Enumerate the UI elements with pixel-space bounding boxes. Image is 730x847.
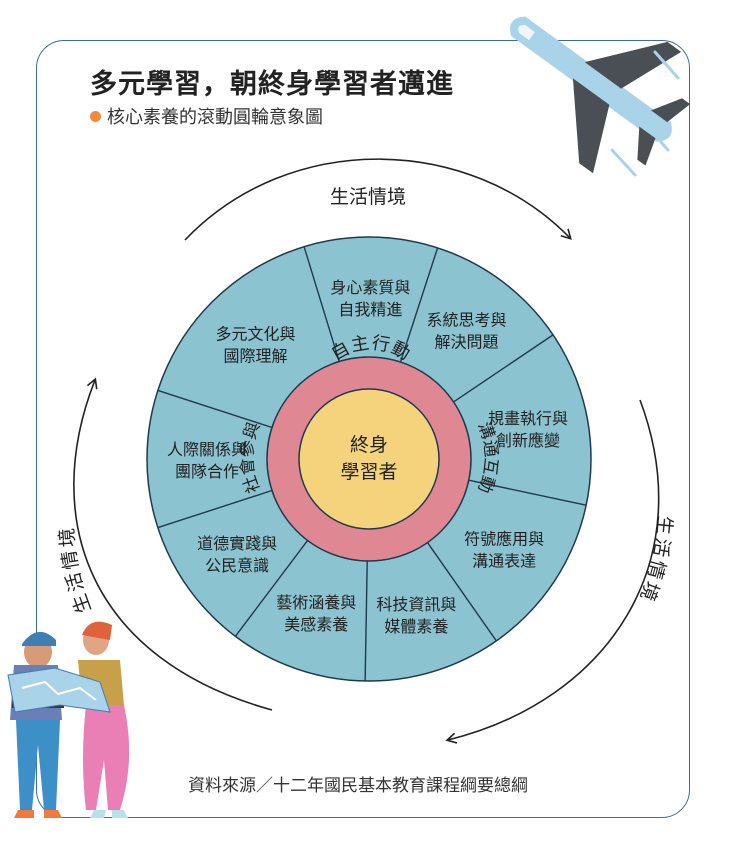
context-arrow-right <box>445 399 660 744</box>
segment-label-c3: 多元文化與國際理解 <box>215 324 295 365</box>
segment-label-b3: 藝術涵養與美感素養 <box>276 593 356 634</box>
context-label-left: 生活情境 <box>56 524 96 616</box>
page-title: 多元學習，朝終身學習者邁進 <box>90 69 454 100</box>
segment-label-c2: 人際關係與團隊合作 <box>167 440 247 481</box>
airplane-icon <box>510 16 691 177</box>
segment-label-b2: 科技資訊與媒體素養 <box>376 595 456 636</box>
subtitle-text: 核心素養的滾動圓輪意象圖 <box>107 107 323 128</box>
source-caption: 資料來源／十二年國民基本教育課程綱要總綱 <box>188 776 528 796</box>
diagram-card <box>36 40 690 818</box>
segment-label-c1: 道德實踐與公民意識 <box>197 534 277 575</box>
center-label-line2: 學習者 <box>340 461 397 483</box>
context-arrow-top <box>184 158 572 241</box>
wheel-spoke <box>303 246 340 362</box>
context-arrow-left <box>73 377 273 711</box>
segment-label-a1: 身心素質與自我精進 <box>330 278 410 319</box>
wheel-spoke <box>453 334 554 403</box>
context-label-right: 生活情境 <box>635 515 676 607</box>
wheel-spoke <box>234 540 309 637</box>
bullet-dot <box>90 111 101 122</box>
segment-labels: 身心素質與自我精進系統思考與解決問題規畫執行與創新應變符號應用與溝通表達科技資訊… <box>167 278 568 636</box>
segment-label-b1: 符號應用與溝通表達 <box>464 529 544 570</box>
center-label-line1: 終身 <box>350 434 388 456</box>
wheel-spoke <box>426 542 497 642</box>
wheel-spoke <box>399 247 439 363</box>
segment-label-a2: 系統思考與解決問題 <box>426 311 506 352</box>
subtitle: 核心素養的滾動圓輪意象圖 <box>90 103 323 129</box>
wheel-spoke <box>157 489 273 529</box>
wheel-spoke <box>468 479 587 506</box>
wheel-spoke <box>157 389 273 429</box>
wheel-spoke <box>364 560 368 681</box>
center-circle <box>298 388 440 530</box>
wheel-spokes <box>157 246 587 681</box>
segment-label-a3: 規畫執行與創新應變 <box>488 409 568 450</box>
context-label-top: 生活情境 <box>330 186 406 208</box>
travelers-illustration <box>7 621 130 818</box>
